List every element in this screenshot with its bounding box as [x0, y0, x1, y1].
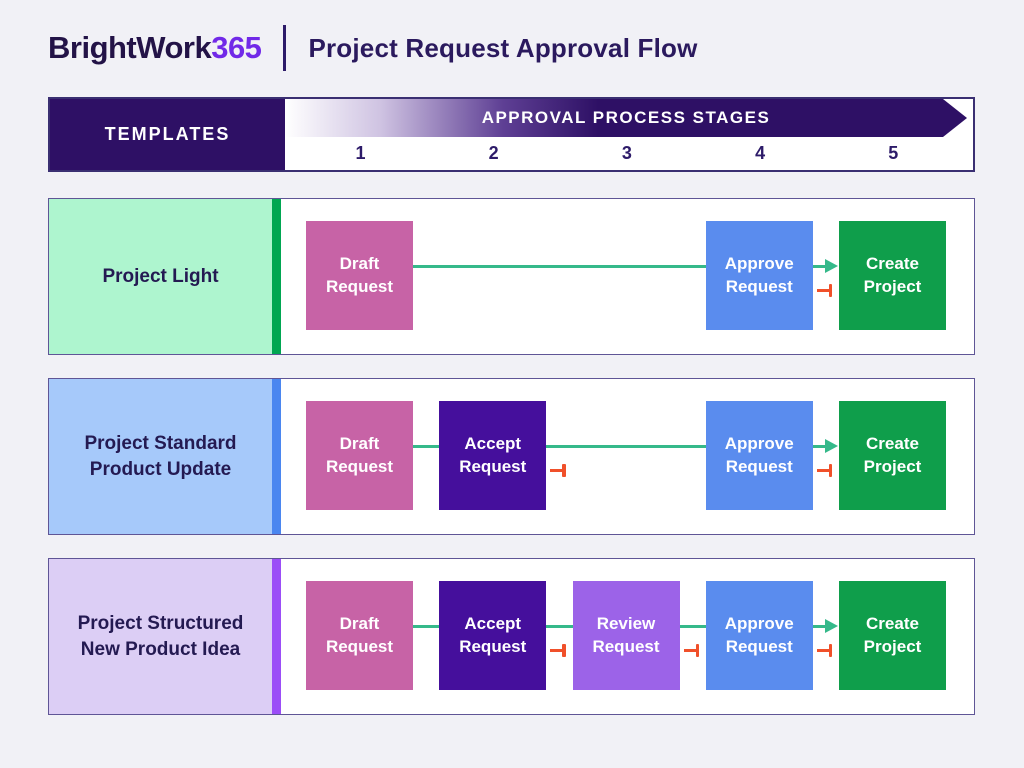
step-box: Approve Request [705, 221, 813, 330]
connector-line [413, 625, 440, 628]
connector-line [679, 625, 706, 628]
step-box: Accept Request [439, 581, 547, 690]
row-label-cell: Project Structured New Product Idea [49, 559, 272, 714]
step-box: Approve Request [705, 581, 813, 690]
template-row: Project Standard Product Update Draft Req… [48, 378, 975, 535]
step-box: Draft Request [306, 401, 413, 510]
stages-arrow: APPROVAL PROCESS STAGES [285, 99, 967, 137]
page-title: Project Request Approval Flow [308, 32, 698, 63]
step-box: Create Project [839, 221, 946, 330]
connector-line [812, 265, 826, 268]
reject-icon [816, 469, 829, 472]
connector-line [812, 445, 826, 448]
reject-icon [828, 284, 833, 297]
templates-cell: TEMPLATES [50, 99, 285, 170]
logo-365-text: 365 [211, 30, 262, 65]
reject-icon [828, 464, 833, 477]
logo-brand-text: BrightWork [48, 30, 212, 65]
step-box: Draft Request [306, 581, 413, 690]
row-label-cell: Project Standard Product Update [49, 379, 272, 534]
reject-icon [562, 464, 566, 477]
arrowhead-icon [825, 619, 838, 633]
arrowhead-icon [825, 259, 838, 273]
step-box: Create Project [839, 401, 946, 510]
step-box: Accept Request [439, 401, 547, 510]
process-header: TEMPLATES APPROVAL PROCESS STAGES 1 2 3 4 5 [48, 97, 975, 172]
row-label: Project Standard Product Update [84, 432, 237, 480]
connector-line [413, 265, 706, 268]
stage-number: 5 [888, 143, 899, 163]
connector-line [413, 445, 440, 448]
step-box: Approve Request [705, 401, 813, 510]
row-label: Project Structured New Product Idea [77, 612, 244, 660]
arrowhead-icon [825, 439, 838, 453]
stage-number: 1 [355, 143, 366, 163]
reject-icon [683, 649, 696, 652]
logo-title-divider [283, 25, 287, 71]
step-box: Draft Request [306, 221, 413, 330]
template-row: Project Light Draft Request Approve Reques… [48, 198, 975, 355]
row-stripe [272, 379, 281, 534]
reject-icon [562, 644, 566, 657]
stages-label: APPROVAL PROCESS STAGES [481, 108, 771, 127]
connector-line [546, 445, 706, 448]
stage-number: 3 [621, 143, 632, 163]
row-stripe [272, 199, 281, 354]
step-box: Create Project [839, 581, 946, 690]
brightwork-logo: BrightWork365 [48, 30, 262, 66]
reject-icon [695, 644, 699, 657]
reject-icon [550, 649, 563, 652]
connector-line [546, 625, 573, 628]
reject-icon [828, 644, 833, 657]
templates-label: TEMPLATES [104, 124, 231, 144]
stage-number: 4 [755, 143, 766, 163]
row-stripe [272, 559, 281, 714]
connector-line [812, 625, 826, 628]
row-label: Project Light [102, 265, 219, 287]
step-box: Review Request [572, 581, 680, 690]
template-row: Project Structured New Product Idea Draft… [48, 558, 975, 715]
reject-icon [816, 649, 829, 652]
stage-number: 2 [488, 143, 499, 163]
row-label-cell: Project Light [49, 199, 272, 354]
reject-icon [816, 289, 829, 292]
top-header: BrightWork365 Project Request Approval F… [48, 22, 698, 74]
reject-icon [550, 469, 563, 472]
